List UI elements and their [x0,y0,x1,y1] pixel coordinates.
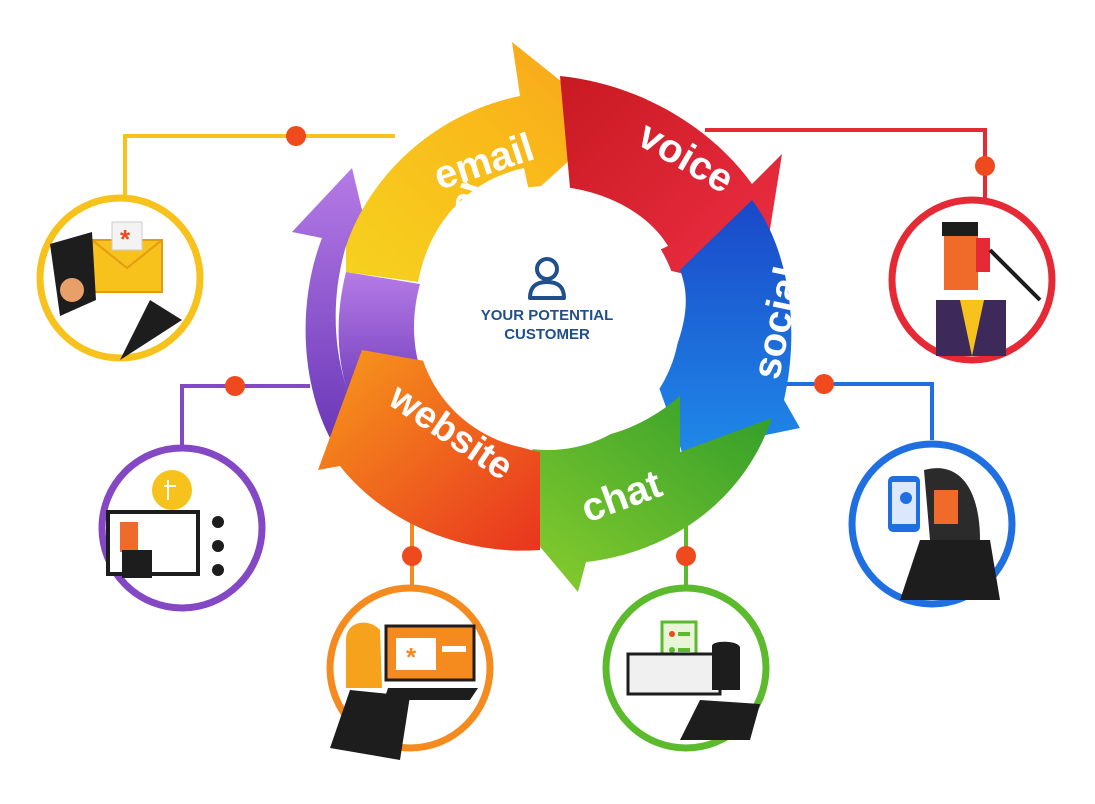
svg-text:*: * [120,224,131,254]
connector-social [780,384,932,440]
email-illustration: * [40,198,200,360]
connector-webinar [182,386,310,446]
chat-illustration [606,588,766,748]
center-label-line1: YOUR POTENTIAL [447,306,647,325]
social-illustration [852,444,1012,604]
voice-illustration [892,200,1052,360]
center-label: YOUR POTENTIAL CUSTOMER [447,306,647,344]
website-illustration: * [330,588,490,760]
webinar-illustration [102,448,262,608]
svg-text:*: * [406,642,417,672]
user-icon [527,256,567,300]
center-label-line2: CUSTOMER [447,325,647,344]
